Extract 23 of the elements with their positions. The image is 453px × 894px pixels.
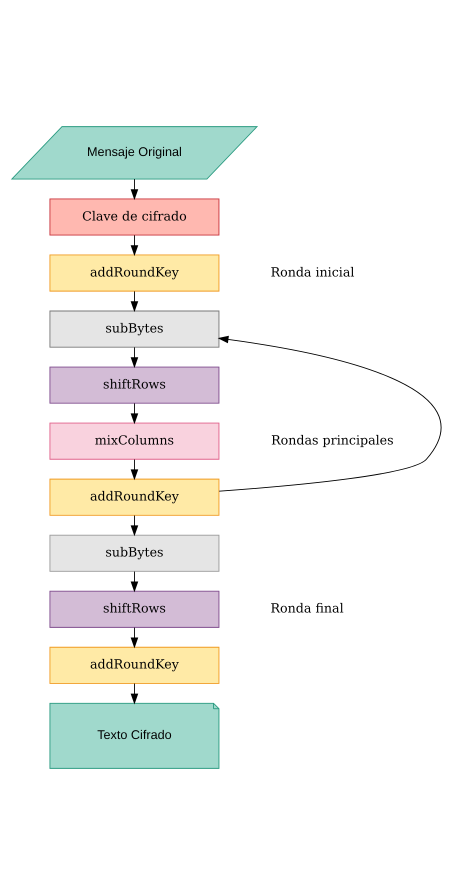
- node-box: addRoundKey: [49, 254, 220, 292]
- node-box: subBytes: [49, 310, 220, 348]
- arrow: [130, 514, 138, 536]
- label: Ronda final: [270, 600, 344, 616]
- arrow: [130, 178, 138, 200]
- node-box: shiftRows: [49, 366, 220, 404]
- label: Ronda inicial: [270, 264, 354, 279]
- arrow: [130, 570, 138, 592]
- arrow: [130, 402, 138, 424]
- node-box: subBytes: [49, 534, 220, 572]
- label: Rondas principales: [271, 432, 394, 448]
- arrow: [130, 626, 138, 648]
- node-box: addRoundKey: [49, 646, 220, 684]
- node-box: Clave de cifrado: [49, 198, 220, 236]
- node-box: mixColumns: [49, 422, 220, 460]
- arrow: [130, 682, 138, 704]
- arrow: [130, 290, 138, 312]
- arrow: [130, 458, 138, 480]
- arrow: [218, 335, 442, 492]
- arrow: [130, 346, 138, 368]
- node-box: addRoundKey: [49, 478, 220, 516]
- node-box: shiftRows: [49, 590, 220, 628]
- arrow: [130, 234, 138, 256]
